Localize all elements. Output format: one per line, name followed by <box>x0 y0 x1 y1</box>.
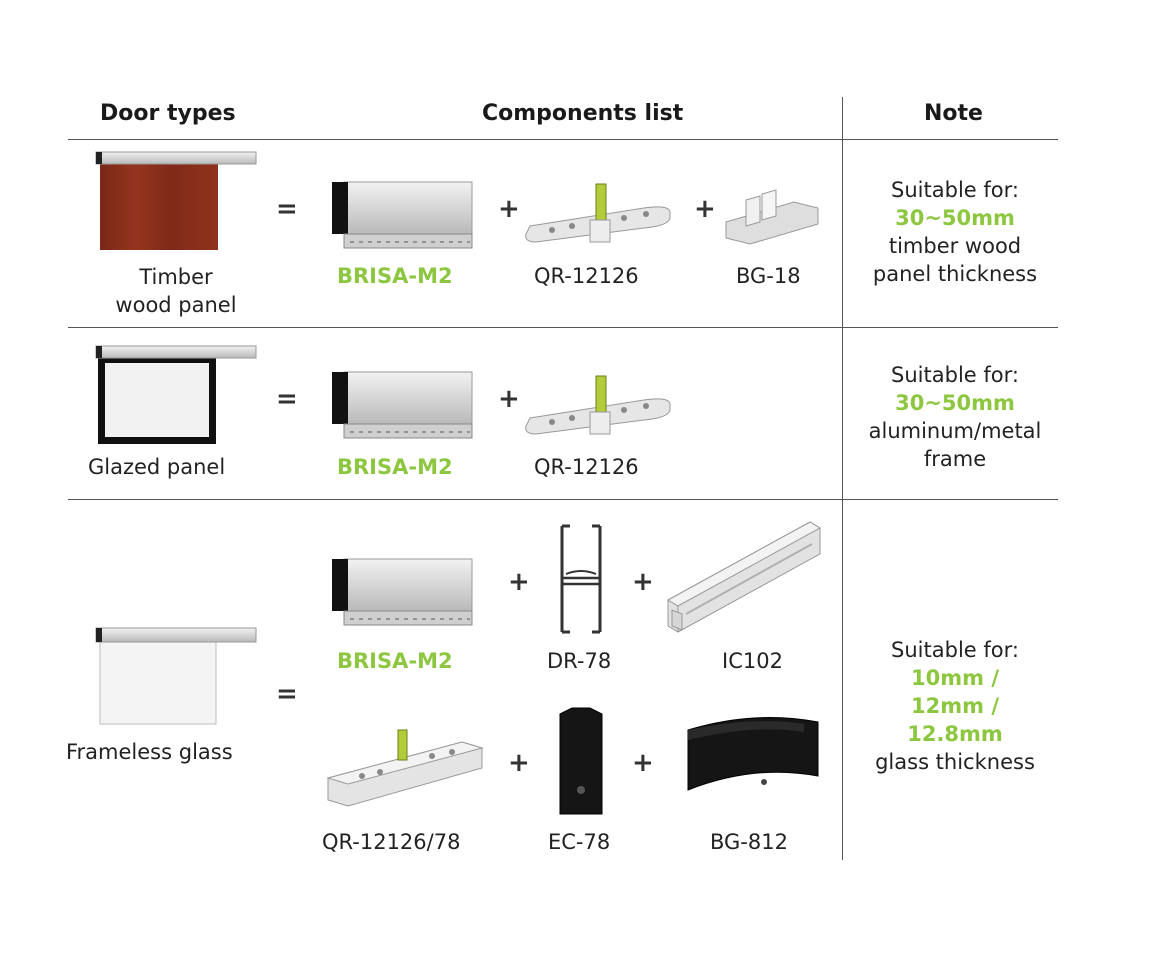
brisa-m2-rail-icon <box>332 371 473 439</box>
header-components-list: Components list <box>482 101 684 126</box>
door-label-line: wood panel <box>115 293 237 317</box>
note-line: frame <box>923 447 987 471</box>
bg-18-guide-icon <box>725 189 819 245</box>
plus-sign: + <box>694 194 716 224</box>
note-line: Suitable for: <box>891 178 1019 202</box>
note-highlight: 12mm / <box>911 694 999 718</box>
header-divider <box>68 139 1058 140</box>
component-label-ec-78: EC-78 <box>548 830 611 854</box>
qr-12126-78-trolley-icon <box>326 729 484 807</box>
plus-sign: + <box>508 567 530 597</box>
brisa-m2-rail-icon <box>332 181 473 249</box>
note-row-3: Suitable for: 10mm / 12mm / 12.8mm glass… <box>844 636 1066 776</box>
glazed-panel-door-illustration <box>95 345 257 444</box>
door-label-glazed: Glazed panel <box>88 455 226 479</box>
equals-sign: = <box>276 194 298 224</box>
component-label-ic102: IC102 <box>722 649 783 673</box>
note-line: aluminum/metal <box>868 419 1042 443</box>
column-divider <box>842 97 843 860</box>
row-divider-1 <box>68 327 1058 328</box>
equals-sign: = <box>276 384 298 414</box>
note-highlight: 10mm / <box>911 666 999 690</box>
note-row-1: Suitable for: 30~50mm timber wood panel … <box>844 176 1066 288</box>
row-divider-2 <box>68 499 1058 500</box>
brisa-m2-rail-icon <box>332 558 473 626</box>
timber-panel-door-illustration <box>95 151 257 250</box>
door-label-timber: Timber wood panel <box>96 263 256 319</box>
plus-sign: + <box>632 567 654 597</box>
component-label-qr-12126: QR-12126 <box>534 264 639 288</box>
note-row-2: Suitable for: 30~50mm aluminum/metal fra… <box>844 361 1066 473</box>
component-label-brisa-m2: BRISA-M2 <box>337 455 453 479</box>
note-line: timber wood <box>888 234 1022 258</box>
component-label-bg-812: BG-812 <box>710 830 788 854</box>
qr-12126-trolley-icon <box>525 183 671 243</box>
plus-sign: + <box>632 748 654 778</box>
note-highlight: 30~50mm <box>895 391 1015 415</box>
plus-sign: + <box>498 384 520 414</box>
door-label-frameless: Frameless glass <box>66 740 233 764</box>
ic102-profile-icon <box>666 521 822 633</box>
dr-78-profile-icon <box>560 524 602 634</box>
note-highlight: 12.8mm <box>907 722 1003 746</box>
note-line: Suitable for: <box>891 363 1019 387</box>
component-label-bg-18: BG-18 <box>736 264 801 288</box>
component-label-brisa-m2: BRISA-M2 <box>337 649 453 673</box>
header-door-types: Door types <box>100 101 236 126</box>
note-line: panel thickness <box>872 262 1038 286</box>
door-label-line: Timber <box>139 265 213 289</box>
note-line: glass thickness <box>875 750 1035 774</box>
ec-78-end-cap-icon <box>559 707 603 815</box>
component-label-brisa-m2: BRISA-M2 <box>337 264 453 288</box>
bg-812-guide-icon <box>687 717 819 791</box>
note-highlight: 30~50mm <box>895 206 1015 230</box>
frameless-glass-door-illustration <box>95 627 257 725</box>
plus-sign: + <box>498 194 520 224</box>
header-note: Note <box>924 101 983 126</box>
note-line: Suitable for: <box>891 638 1019 662</box>
component-label-qr-12126: QR-12126 <box>534 455 639 479</box>
qr-12126-trolley-icon <box>525 375 671 435</box>
component-label-qr-12126-78: QR-12126/78 <box>322 830 461 854</box>
component-label-dr-78: DR-78 <box>547 649 612 673</box>
equals-sign: = <box>276 679 298 709</box>
plus-sign: + <box>508 748 530 778</box>
